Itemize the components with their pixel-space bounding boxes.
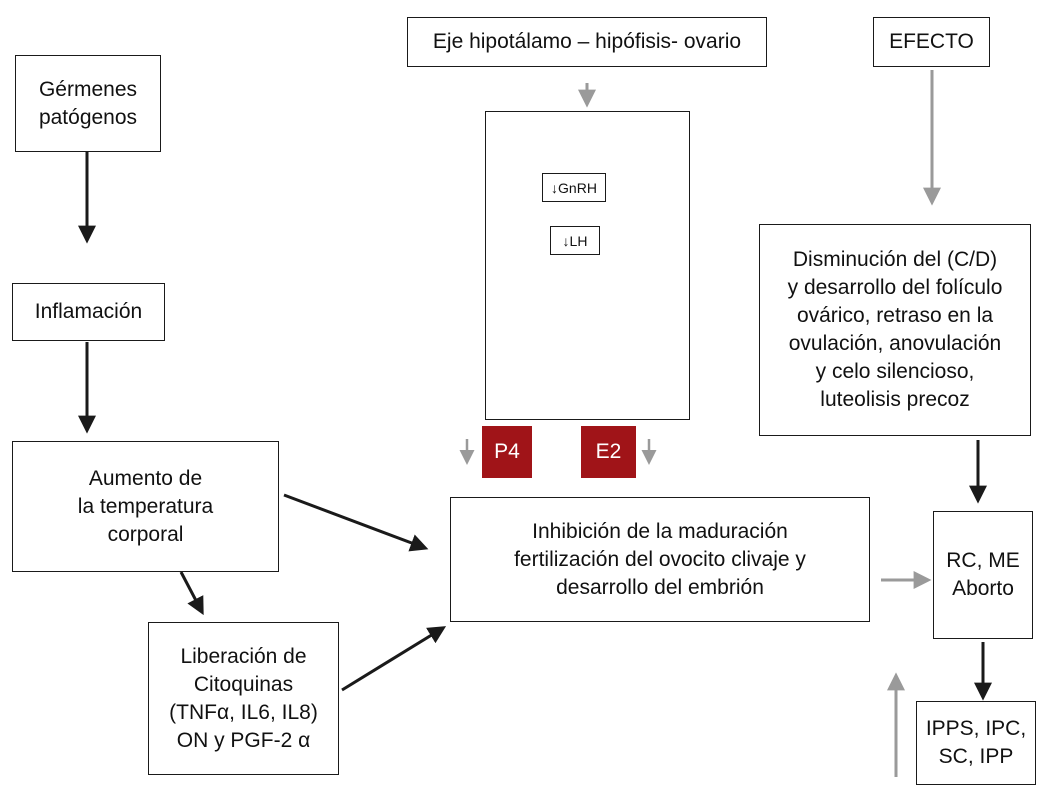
arrow-citoquinas-inhibicion — [341, 626, 447, 692]
panel-hormonal-axis — [485, 111, 690, 420]
node-eje: Eje hipotálamo – hipófisis- ovario — [407, 17, 767, 67]
down-arrow-icon: ↓ — [562, 232, 570, 249]
node-rc: RC, ME Aborto — [933, 511, 1033, 639]
node-ipps: IPPS, IPC, SC, IPP — [916, 701, 1036, 785]
node-germenes: Gérmenes patógenos — [15, 55, 161, 152]
hormone-e2: E2 — [581, 426, 636, 478]
node-gnrh: ↓GnRH — [542, 173, 606, 202]
hormone-p4: P4 — [482, 426, 532, 478]
arrow-temperatura-citoquinas — [179, 571, 204, 616]
node-temperatura: Aumento de la temperatura corporal — [12, 441, 279, 572]
node-lh: ↓LH — [550, 226, 600, 255]
node-inhibicion: Inhibición de la maduración fertilizació… — [450, 497, 870, 622]
node-disminucion: Disminución del (C/D) y desarrollo del f… — [759, 224, 1031, 436]
arrow-temperatura-inhibicion — [283, 493, 429, 552]
down-arrow-icon: ↓ — [551, 179, 559, 196]
node-inflamacion: Inflamación — [12, 283, 165, 341]
node-efecto: EFECTO — [873, 17, 990, 67]
node-citoquinas: Liberación de Citoquinas (TNFα, IL6, IL8… — [148, 622, 339, 775]
